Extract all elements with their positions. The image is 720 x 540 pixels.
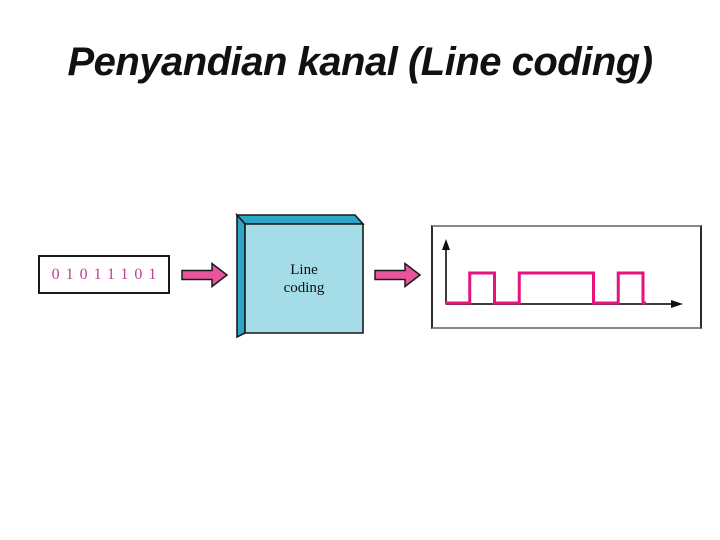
- binary-input-box: 01011101: [38, 255, 170, 294]
- line-coding-block-3d: [235, 212, 365, 339]
- waveform-line: [445, 271, 646, 305]
- cube-top-face: [235, 214, 365, 225]
- right-arrow-shape: [181, 262, 229, 288]
- waveform-plot: [442, 239, 683, 308]
- y-axis-arrowhead-icon: [442, 239, 450, 250]
- right-arrow-icon: [181, 262, 229, 288]
- slide-title: Penyandian kanal (Line coding): [67, 40, 653, 84]
- binary-input-value: 01011101: [51, 265, 163, 283]
- x-axis-arrowhead-icon: [671, 300, 683, 308]
- waveform-panel: [431, 225, 702, 329]
- right-arrow-shape: [374, 262, 422, 288]
- cube-left-face: [236, 212, 246, 339]
- line-coding-block-label: Line coding: [283, 261, 325, 296]
- cube-front-face: [244, 223, 364, 334]
- right-arrow-icon: [374, 262, 422, 288]
